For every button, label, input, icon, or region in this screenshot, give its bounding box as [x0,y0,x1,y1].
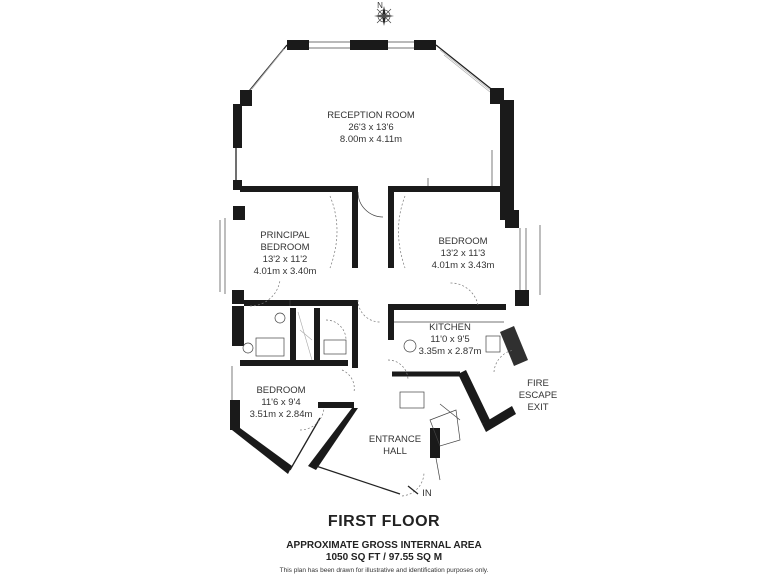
left-bedroom-label: BEDROOM 11'6 x 9'4 3.51m x 2.84m [250,385,313,420]
kitchen-label: KITCHEN 11'0 x 9'5 3.35m x 2.87m [419,322,482,357]
reception-room-imperial: 26'3 x 13'6 [348,122,393,133]
reception-room-name: RECEPTION ROOM [327,110,415,121]
principal-bedroom-label: PRINCIPAL BEDROOM 13'2 x 11'2 4.01m x 3.… [254,230,317,277]
right-bedroom [388,192,541,310]
entry-label: IN [422,488,432,499]
right-bedroom-label: BEDROOM 13'2 x 11'3 4.01m x 3.43m [432,236,495,271]
principal-bedroom-name-1: PRINCIPAL [260,230,309,241]
fire-escape-label: FIRE ESCAPE EXIT [519,378,558,413]
right-bedroom-name: BEDROOM [438,236,487,247]
fire-escape-line-1: FIRE [527,378,549,389]
disclaimer: This plan has been drawn for illustrativ… [279,567,489,574]
reception-room [233,40,514,220]
principal-bedroom [219,192,358,307]
reception-room-label: RECEPTION ROOM 26'3 x 13'6 8.00m x 4.11m [327,110,415,145]
principal-bedroom-metric: 4.01m x 3.40m [254,266,317,277]
left-bedroom-name: BEDROOM [256,385,305,396]
right-bedroom-imperial: 13'2 x 11'3 [441,248,486,259]
kitchen-metric: 3.35m x 2.87m [419,346,482,357]
reception-room-metric: 8.00m x 4.11m [340,134,402,145]
kitchen [388,310,528,447]
entrance-hall-label: ENTRANCE HALL [369,434,421,457]
left-bedroom [230,366,355,474]
corridor-door [357,299,381,323]
bathrooms [232,300,358,368]
compass-north-label: N [377,1,383,10]
principal-bedroom-name-2: BEDROOM [260,242,309,253]
entrance-hall [308,408,441,497]
left-bedroom-imperial: 11'6 x 9'4 [261,397,300,408]
kitchen-imperial: 11'0 x 9'5 [430,334,469,345]
fire-escape-line-3: EXIT [527,402,548,413]
principal-bedroom-imperial: 13'2 x 11'2 [263,254,308,265]
entrance-hall-name-2: HALL [383,446,407,457]
fire-escape-line-2: ESCAPE [519,390,558,401]
kitchen-door [387,359,409,381]
entrance-hall-name-1: ENTRANCE [369,434,421,445]
compass-icon: N [374,1,394,26]
left-bedroom-metric: 3.51m x 2.84m [250,409,313,420]
gross-area-value: 1050 SQ FT / 97.55 SQ M [325,552,443,563]
gross-area-label: APPROXIMATE GROSS INTERNAL AREA [286,540,482,551]
right-bedroom-metric: 4.01m x 3.43m [432,260,495,271]
floor-title: FIRST FLOOR [327,513,441,530]
kitchen-name: KITCHEN [429,322,471,333]
